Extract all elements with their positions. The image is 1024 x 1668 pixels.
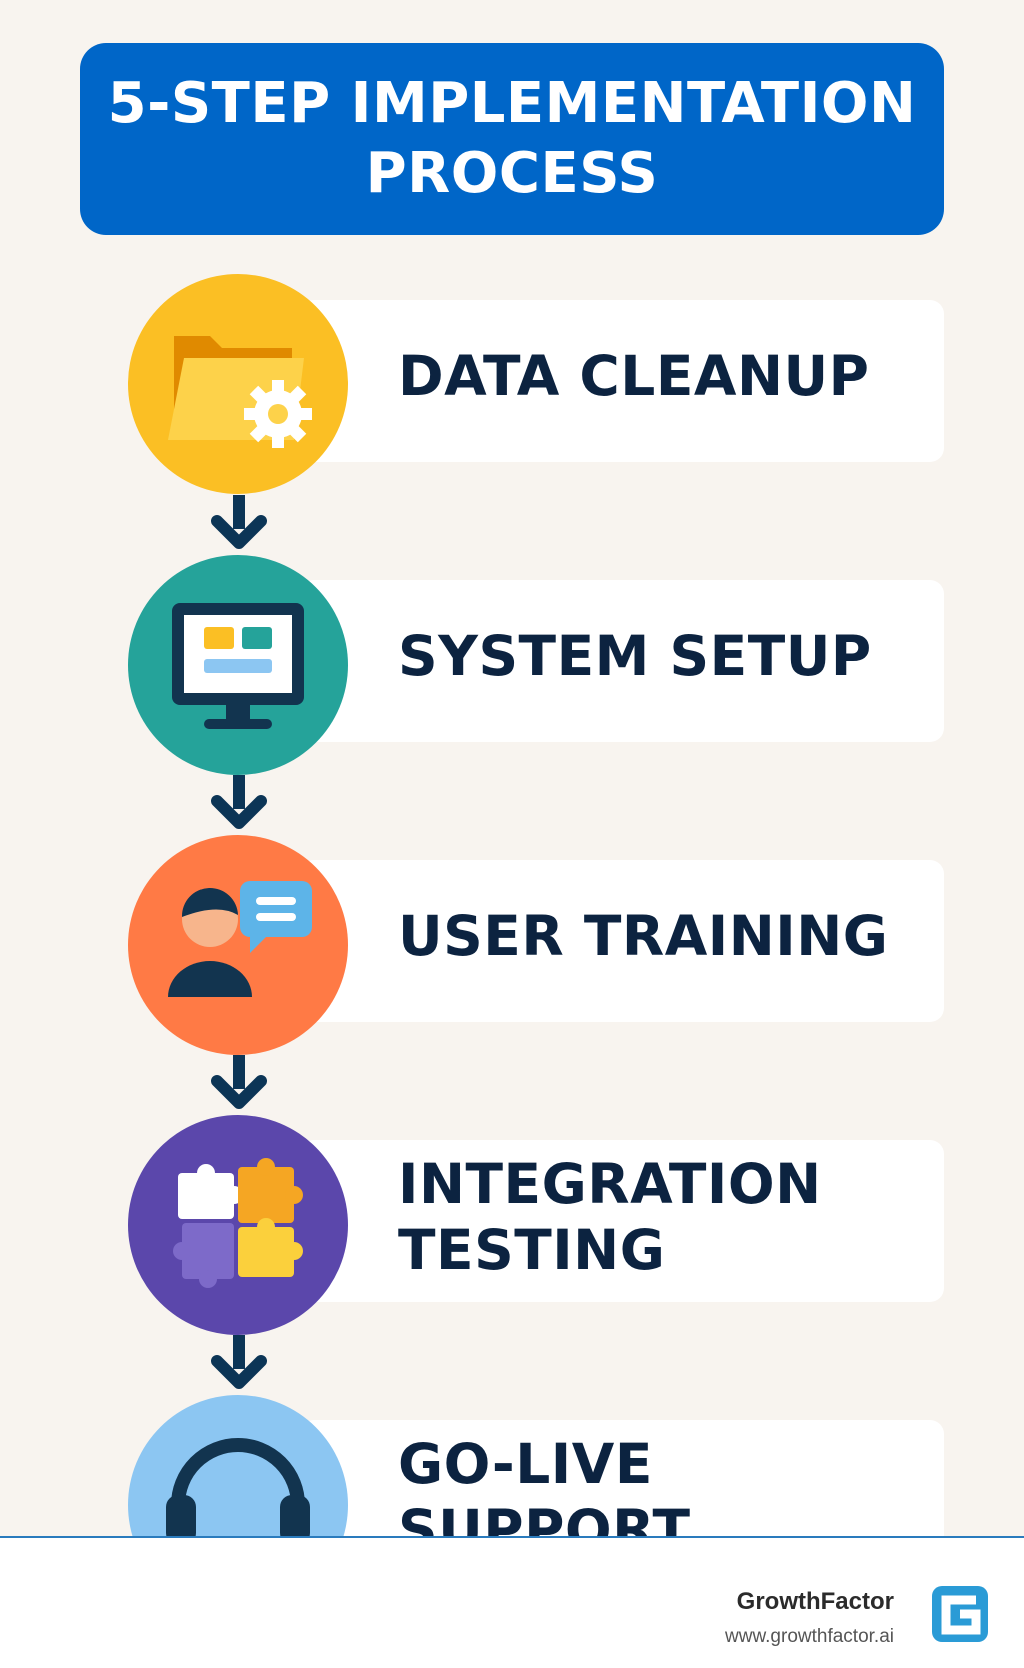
footer: GrowthFactor www.growthfactor.ai bbox=[0, 1536, 1024, 1668]
monitor-icon bbox=[172, 603, 304, 729]
arrow-down-icon bbox=[211, 1055, 267, 1109]
folder-gear-icon bbox=[168, 336, 312, 448]
step-circle-user-training bbox=[128, 835, 348, 1055]
step-card-system-setup bbox=[300, 580, 944, 742]
title-banner: 5-STEP IMPLEMENTATION PROCESS bbox=[80, 43, 944, 235]
arrow-down-icon bbox=[211, 775, 267, 829]
arrow-down-icon bbox=[211, 1335, 267, 1389]
step-card-data-cleanup bbox=[300, 300, 944, 462]
puzzle-icon bbox=[173, 1158, 303, 1288]
step-label-system-setup: SYSTEM SETUP bbox=[398, 624, 872, 688]
step-circle-system-setup bbox=[128, 555, 348, 775]
brand-name: GrowthFactor bbox=[736, 1588, 894, 1615]
user-chat-icon bbox=[168, 881, 312, 997]
step-label-integration-testing: INTEGRATION TESTING bbox=[398, 1152, 822, 1282]
page-title: 5-STEP IMPLEMENTATION PROCESS bbox=[107, 71, 917, 206]
step-label-user-training: USER TRAINING bbox=[398, 904, 889, 968]
step-card-integration-testing bbox=[300, 1140, 944, 1302]
brand-url: www.growthfactor.ai bbox=[725, 1626, 894, 1647]
step-card-user-training bbox=[300, 860, 944, 1022]
step-circle-integration-testing bbox=[128, 1115, 348, 1335]
step-label-data-cleanup: DATA CLEANUP bbox=[398, 344, 870, 408]
step-circle-data-cleanup bbox=[128, 274, 348, 494]
growthfactor-logo-icon bbox=[932, 1586, 988, 1642]
arrow-down-icon bbox=[211, 495, 267, 549]
